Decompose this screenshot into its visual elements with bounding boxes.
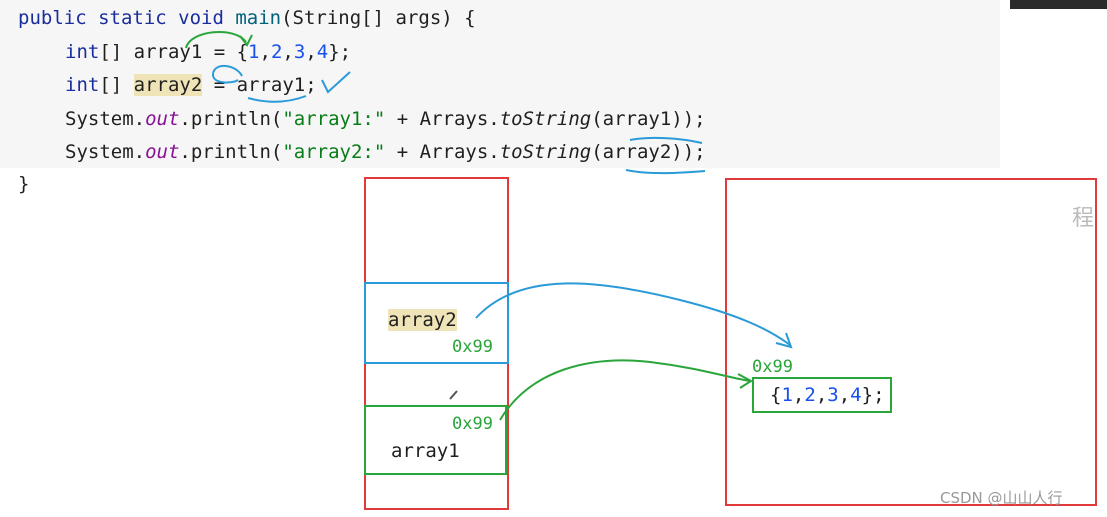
annotation-arrow: [185, 31, 247, 49]
reference-arrow-green: [499, 359, 751, 421]
number: 1: [248, 41, 260, 63]
array2-address: 0x99: [452, 337, 493, 357]
number: 2: [804, 384, 816, 406]
footer-watermark: CSDN @山山人行: [940, 489, 1063, 507]
array1-label: array1: [391, 440, 460, 462]
keyword: int: [65, 41, 100, 63]
keyword: int: [65, 74, 100, 96]
field: out: [145, 108, 180, 130]
brace-close: };: [861, 384, 885, 406]
args: (array2));: [591, 141, 706, 163]
annotation-underline: [247, 95, 307, 103]
decl: []: [99, 74, 134, 96]
code-line-4: System.out.println("array1:" + Arrays.to…: [65, 107, 706, 131]
code-line-1: public static void main(String[] args) {: [18, 6, 476, 30]
string: "array1:": [282, 108, 386, 130]
pencil-cursor-icon: [449, 390, 458, 400]
method: toString: [499, 108, 592, 130]
call: .println(: [179, 108, 283, 130]
number: 4: [850, 384, 862, 406]
end: };: [328, 41, 352, 63]
array-object: [752, 377, 892, 413]
class: System.: [65, 141, 146, 163]
array2-label: array2: [388, 309, 457, 331]
reference-arrow-blue: [475, 282, 791, 346]
number: 3: [827, 384, 839, 406]
number: 1: [781, 384, 793, 406]
number: 4: [316, 41, 329, 63]
code-line-6: }: [18, 173, 30, 195]
method: toString: [499, 141, 592, 163]
top-right-bar: [1010, 0, 1107, 9]
arrowhead-green: [737, 373, 753, 389]
params: (String[] args) {: [281, 7, 476, 29]
check-mark-icon: [321, 71, 351, 94]
call: .println(: [179, 141, 283, 163]
heap-area: [725, 178, 1097, 506]
number: 2: [270, 41, 283, 63]
annotation-arrowhead: [239, 34, 253, 47]
class: System.: [65, 108, 146, 130]
arrowhead-blue: [775, 332, 793, 349]
code-line-3: int[] array2 = array1;: [65, 73, 317, 97]
args: (array1));: [591, 108, 706, 130]
code-line-2: int[] array1 = {1,2,3,4};: [65, 41, 352, 63]
code-panel: public static void main(String[] args) {…: [0, 0, 1000, 168]
field: out: [145, 141, 180, 163]
method-name: main: [235, 7, 282, 29]
highlighted-var: array2: [133, 74, 203, 96]
concat: + Arrays.: [385, 141, 500, 163]
brace-open: {: [770, 384, 782, 406]
assign: = array1;: [202, 74, 317, 96]
heap-address: 0x99: [752, 357, 793, 377]
number: 3: [293, 41, 306, 63]
code-line-5: System.out.println("array2:" + Arrays.to…: [65, 140, 706, 164]
corner-watermark: 程: [1072, 206, 1095, 231]
annotation-curl: [212, 65, 243, 84]
annotation-underline: [625, 169, 706, 175]
decl: [] array1 = {: [99, 41, 249, 63]
concat: + Arrays.: [385, 108, 500, 130]
array-values: {1,2,3,4};: [770, 384, 885, 406]
array2-slot: [364, 282, 509, 364]
string: "array2:": [282, 141, 386, 163]
array1-slot: [364, 405, 507, 475]
array1-address: 0x99: [452, 414, 493, 434]
annotation-overline: [629, 136, 703, 144]
keyword: public static void: [18, 7, 236, 29]
